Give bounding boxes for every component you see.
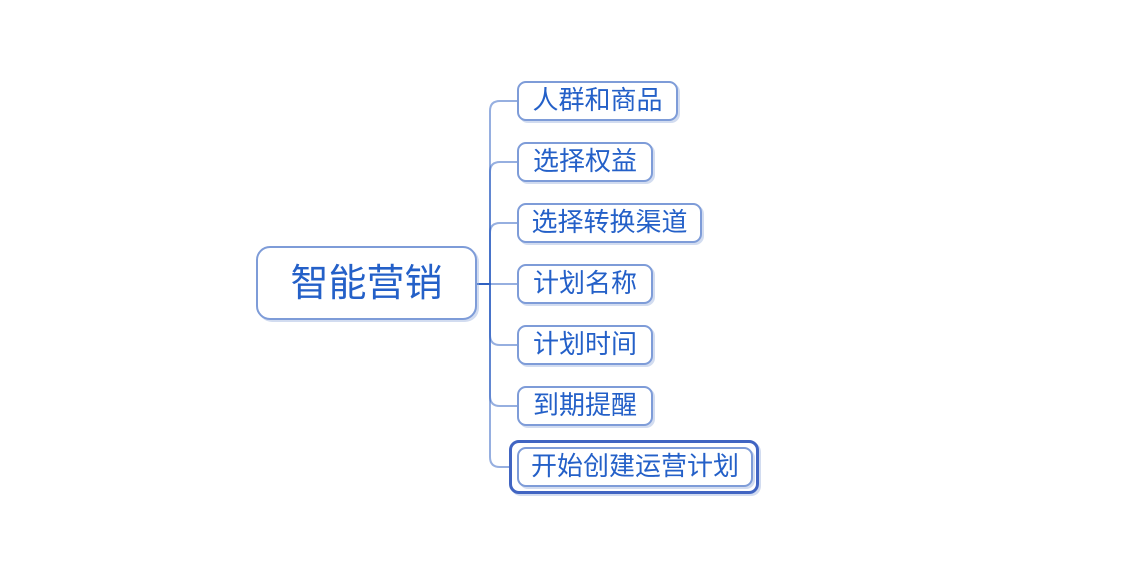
mindmap-node[interactable]: 计划时间 — [517, 325, 653, 365]
node-label: 计划时间 — [532, 330, 637, 360]
edge-to-child-2 — [477, 161, 517, 285]
mindmap-root-node[interactable]: 智能营销 — [256, 246, 477, 320]
node-label: 选择转换渠道 — [531, 208, 688, 238]
node-label: 人群和商品 — [532, 86, 663, 116]
node-label: 计划名称 — [532, 269, 637, 299]
root-node-label: 智能营销 — [290, 261, 443, 305]
edge-to-child-1 — [477, 100, 517, 285]
edge-to-child-5 — [477, 283, 517, 346]
edge-to-child-7 — [477, 283, 510, 468]
mindmap-node[interactable]: 人群和商品 — [517, 81, 678, 121]
node-label: 选择权益 — [532, 147, 637, 177]
node-label: 开始创建运营计划 — [530, 452, 739, 482]
edge-to-child-3 — [477, 222, 517, 285]
mindmap-node[interactable]: 选择转换渠道 — [517, 203, 702, 243]
mindmap-node-selected[interactable]: 开始创建运营计划 — [517, 447, 753, 487]
mindmap-node[interactable]: 计划名称 — [517, 264, 653, 304]
mindmap-node[interactable]: 选择权益 — [517, 142, 653, 182]
mindmap-node[interactable]: 到期提醒 — [517, 386, 653, 426]
node-label: 到期提醒 — [532, 391, 637, 421]
